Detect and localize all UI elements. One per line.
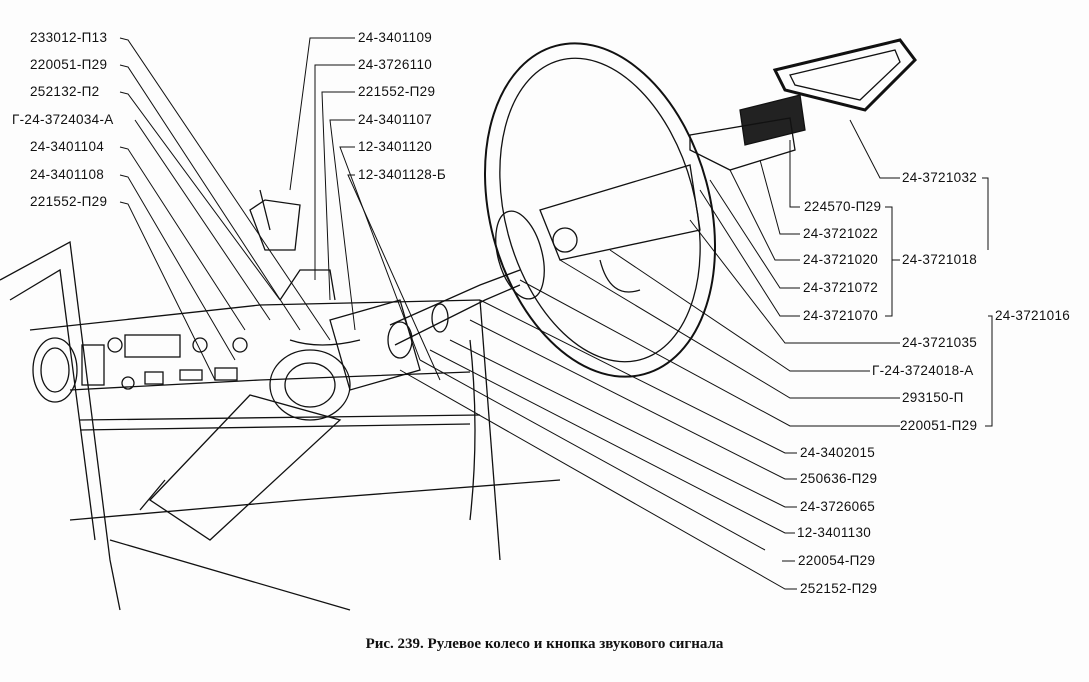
part-label: 24-3726110 (358, 57, 433, 72)
part-label: 24-3721018 (902, 252, 978, 267)
part-label: 24-3721035 (902, 335, 978, 350)
steering-wheel (483, 42, 717, 378)
part-label: Г-24-3724018-А (872, 363, 974, 378)
part-label: 220051-П29 (30, 57, 108, 72)
part-label: 24-3721072 (803, 280, 879, 295)
part-label: 12-3401128-Б (358, 167, 447, 182)
part-label: 12-3401120 (358, 139, 433, 154)
part-label: 221552-П29 (358, 84, 436, 99)
part-label: 250636-П29 (800, 471, 878, 486)
part-label: 221552-П29 (30, 194, 108, 209)
part-label: 24-3721022 (803, 226, 879, 241)
part-label: 24-3726065 (800, 499, 876, 514)
part-label: 252152-П29 (800, 581, 878, 596)
part-label: 24-3721032 (902, 170, 978, 185)
figure-caption: Рис. 239. Рулевое колесо и кнопка звуков… (365, 636, 724, 652)
part-label: 24-3721016 (995, 308, 1071, 323)
part-label: 24-3402015 (800, 445, 876, 460)
part-label: 24-3721070 (803, 308, 879, 323)
part-label: Г-24-3724034-А (12, 112, 114, 127)
part-label: 252132-П2 (30, 84, 100, 99)
part-label: 24-3401107 (358, 112, 433, 127)
leader-lines (119, 37, 993, 590)
part-label: 293150-П (902, 390, 964, 405)
dashboard-outline (0, 240, 561, 611)
part-label: 24-3401108 (30, 167, 105, 182)
part-label: 224570-П29 (804, 199, 882, 214)
part-label: 24-3401109 (358, 30, 433, 45)
horn-button-parts (689, 38, 917, 171)
part-label: 220054-П29 (798, 553, 876, 568)
part-label: 24-3401104 (30, 139, 105, 154)
steering-column (139, 189, 521, 541)
part-label: 220051-П29 (900, 418, 978, 433)
part-label: 24-3721020 (803, 252, 879, 267)
part-label: 233012-П13 (30, 30, 108, 45)
part-label: 12-3401130 (797, 525, 872, 540)
